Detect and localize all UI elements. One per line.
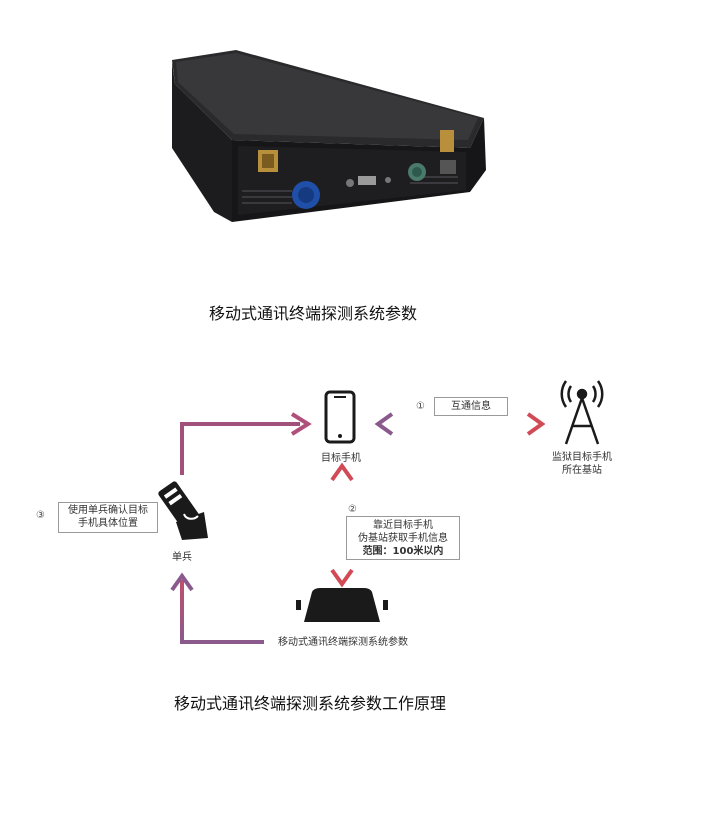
arrow-soldier-to-phone bbox=[180, 412, 312, 475]
tower-label-line2: 所在基站 bbox=[562, 465, 602, 476]
step3-line1: 使用单兵确认目标 bbox=[68, 505, 148, 516]
step2-box: 靠近目标手机 伪基站获取手机信息 范围：100米以内 bbox=[346, 516, 460, 560]
step3-number: ③ bbox=[36, 510, 45, 521]
device-label: 移动式通讯终端探测系统参数 bbox=[278, 637, 408, 648]
diagram-caption: 移动式通讯终端探测系统参数工作原理 bbox=[174, 694, 447, 713]
step2-line3: 范围：100米以内 bbox=[362, 546, 444, 557]
step1-box: 互通信息 bbox=[434, 397, 508, 416]
step3-box: 使用单兵确认目标 手机具体位置 bbox=[58, 502, 158, 533]
target-phone-label: 目标手机 bbox=[321, 453, 361, 464]
product-caption: 移动式通讯终端探测系统参数 bbox=[209, 304, 418, 323]
step3-line2: 手机具体位置 bbox=[78, 518, 138, 529]
arrow-device-to-soldier bbox=[170, 572, 264, 644]
handheld-scanner-icon bbox=[158, 481, 208, 540]
arrow-phone-device bbox=[330, 462, 354, 588]
device-icon bbox=[296, 588, 388, 622]
step2-line1: 靠近目标手机 bbox=[373, 520, 433, 531]
phone-icon bbox=[324, 390, 356, 444]
soldier-label: 单兵 bbox=[172, 552, 192, 563]
step1-number: ① bbox=[416, 401, 425, 412]
tower-label-line1: 监狱目标手机 bbox=[552, 452, 612, 463]
step2-number: ② bbox=[348, 504, 357, 515]
arrow-phone-tower bbox=[374, 412, 546, 436]
step2-line2: 伪基站获取手机信息 bbox=[358, 533, 448, 544]
tower-label: 监狱目标手机 所在基站 bbox=[546, 451, 618, 477]
cell-tower-icon bbox=[560, 380, 604, 445]
